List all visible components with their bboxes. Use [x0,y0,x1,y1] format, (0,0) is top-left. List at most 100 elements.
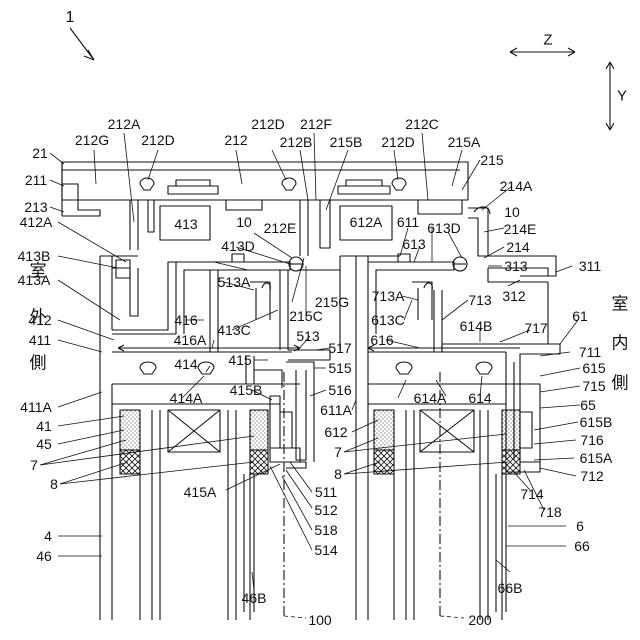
ref-7-2: 7 [334,445,342,459]
ref-415: 415 [228,353,251,367]
ref-614A: 614A [414,391,447,405]
ref-311: 311 [579,259,601,273]
ref-10-2: 10 [504,205,520,219]
ref-615A: 615A [580,451,613,465]
ref-613C: 613C [371,313,404,327]
ref-8-2: 8 [334,467,342,481]
ref-516: 516 [328,383,351,397]
ref-66B: 66B [498,581,523,595]
ref-414A: 414A [170,391,203,405]
ref-415B: 415B [230,383,263,397]
ref-214E: 214E [504,222,537,236]
ref-716: 716 [580,433,603,447]
ref-212C: 212C [405,117,438,131]
ref-713A: 713A [372,289,405,303]
ref-612A: 612A [350,215,383,229]
ref-412: 412 [28,313,51,327]
ref-415A: 415A [184,485,217,499]
indoor-side-char-1: 室 [612,297,629,314]
ref-413: 413 [174,217,197,231]
ref-711: 711 [579,345,601,359]
ref-200: 200 [468,613,491,627]
ref-61: 61 [572,309,588,323]
ref-611A: 611A [320,403,352,417]
ref-513A: 513A [218,275,251,289]
ref-100: 100 [308,613,331,627]
ref-613: 613 [402,237,425,251]
ref-613D: 613D [427,221,460,235]
ref-512: 512 [314,503,337,517]
ref-411A: 411A [20,400,52,414]
ref-212D-2: 212D [251,117,284,131]
ref-211: 211 [25,173,47,187]
ref-46: 46 [36,549,52,563]
ref-614: 614 [468,391,491,405]
ref-616: 616 [370,333,393,347]
ref-8-1: 8 [50,477,58,491]
ref-714: 714 [520,487,543,501]
ref-66: 66 [574,539,590,553]
ref-21: 21 [32,146,48,160]
ref-413B: 413B [18,249,51,263]
ref-416: 416 [174,313,197,327]
ref-412A: 412A [20,215,53,229]
ref-612: 612 [324,425,347,439]
ref-515: 515 [328,361,351,375]
ref-411: 411 [29,333,51,347]
figure-number: 1 [66,11,75,25]
ref-413A: 413A [18,273,51,287]
figure-arrowhead [84,50,94,60]
figure-arrow [70,28,94,60]
leader-lines [40,133,580,618]
ref-215B: 215B [330,135,363,149]
ref-713: 713 [468,293,491,307]
ref-214A: 214A [500,179,533,193]
ref-45: 45 [36,437,52,451]
ref-513: 513 [296,329,319,343]
indoor-side-char-2: 内 [612,336,629,353]
ref-413C: 413C [217,323,250,337]
ref-313: 313 [504,259,527,273]
ref-212A: 212A [108,117,141,131]
ref-65: 65 [580,398,596,412]
ref-46B: 46B [242,591,267,605]
ref-215: 215 [480,153,503,167]
y-axis-label: Y [617,89,627,104]
ref-212E: 212E [264,221,297,235]
ref-215C: 215C [289,309,322,323]
ref-41: 41 [36,419,52,433]
ref-611: 611 [397,215,419,229]
ref-7-1: 7 [30,458,38,472]
ref-312: 312 [502,289,525,303]
ref-413D: 413D [221,239,254,253]
ref-717: 717 [524,321,547,335]
ref-416A: 416A [174,333,207,347]
ref-414: 414 [174,357,197,371]
outer-glazing [120,410,268,620]
ref-212D-1: 212D [141,133,174,147]
ref-10-1: 10 [236,215,252,229]
indoor-side-char-3: 側 [612,376,629,393]
ref-212D-3: 212D [381,135,414,149]
ref-212B: 212B [280,135,313,149]
ref-212F: 212F [300,117,332,131]
ref-215G: 215G [315,295,349,309]
ref-518: 518 [314,523,337,537]
ref-614B: 614B [460,319,493,333]
ref-212: 212 [224,133,247,147]
ref-712: 712 [580,469,603,483]
z-axis-label: Z [543,33,552,48]
ref-718: 718 [538,505,561,519]
ref-215A: 215A [448,135,481,149]
ref-213: 213 [24,200,47,214]
ref-517: 517 [328,341,351,355]
ref-511: 511 [315,485,337,499]
ref-4: 4 [44,529,52,543]
ref-715: 715 [582,379,605,393]
outdoor-side-char-3: 側 [30,356,47,373]
ref-212G: 212G [75,133,109,147]
ref-514: 514 [314,543,337,557]
ref-615B: 615B [580,415,613,429]
ref-615: 615 [582,361,605,375]
